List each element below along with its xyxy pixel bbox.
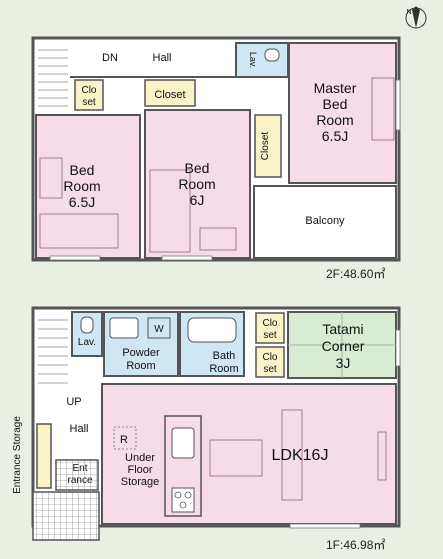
second-floor-small-closet [74, 79, 104, 111]
left-bedroom [35, 114, 141, 259]
master-bedroom-label-4: 6.5J [322, 128, 348, 144]
powder-room-label-1: Powder [122, 347, 160, 359]
master-bedroom-label-3: Room [316, 112, 353, 128]
under-floor-label-1: Under [125, 452, 155, 464]
compass: N [405, 6, 427, 29]
first-floor-closet-a [255, 312, 285, 344]
burner-icon-3 [179, 501, 187, 509]
small-closet-label-line2: set [82, 97, 96, 108]
second-floor-lav-label: Lav. [248, 52, 258, 68]
under-floor-storage-hatch [113, 426, 137, 450]
bath-room-label-1: Bath [213, 350, 236, 362]
balcony [253, 185, 397, 259]
ldk [101, 383, 397, 525]
closet-a-label-1: Clo [262, 318, 277, 329]
master-bedroom [288, 42, 397, 184]
window-2f-right [395, 79, 401, 131]
center-bedroom-label-3: 6J [190, 192, 205, 208]
entrance [55, 459, 99, 491]
stair-treads-1f [38, 319, 68, 393]
small-closet-label-line1: Clo [81, 85, 96, 96]
dn-label: DN [102, 52, 118, 64]
center-bedroom-label-1: Bed [185, 160, 210, 176]
window-1f-right [395, 329, 401, 367]
washer-w-label: W [154, 324, 164, 335]
stove-icon [171, 487, 195, 513]
bath-room-label-2: Room [209, 363, 238, 375]
dining-table-icon [209, 439, 263, 477]
washer-icon [147, 317, 171, 339]
entrance-storage-label: Entrance Storage [12, 416, 23, 494]
first-floor-lav-label: Lav. [78, 337, 96, 348]
up-label: UP [66, 396, 81, 408]
compass-label: N [406, 9, 411, 16]
second-floor-plan: DN Hall Lav. Clo set Closet Closet Maste… [31, 36, 401, 281]
second-floor-hall [70, 41, 230, 77]
left-bedroom-label-1: Bed [70, 162, 95, 178]
closet-b-label-2: set [263, 364, 277, 375]
tv-icon [377, 431, 387, 481]
center-desk-icon [199, 227, 237, 251]
master-bedroom-label-1: Master [314, 80, 357, 96]
entrance-porch [32, 491, 100, 541]
burner-icon-2 [184, 491, 192, 499]
first-floor-closet-b [255, 346, 285, 378]
window-2f-bottom-left [49, 255, 101, 261]
window-1f-bottom [289, 523, 361, 529]
under-floor-label-2: Floor [127, 464, 152, 476]
bathtub-icon [187, 317, 237, 343]
second-floor-hall-label: Hall [153, 52, 172, 64]
sink-icon [109, 317, 139, 339]
left-bedroom-label-2: Room [63, 178, 100, 194]
stair-treads-2f [38, 49, 68, 107]
under-floor-label-3: Storage [121, 476, 160, 488]
left-bedroom-label-3: 6.5J [69, 194, 95, 210]
tatami-label-3: 3J [336, 355, 351, 371]
entrance-storage [36, 423, 52, 489]
entrance-label-2: rance [67, 475, 92, 486]
left-desk-icon [39, 157, 63, 199]
second-floor-closet [144, 79, 196, 107]
closet-b-label-1: Clo [262, 352, 277, 363]
second-floor-lavatory [235, 42, 289, 78]
toilet-icon-1f [80, 316, 94, 334]
second-floor-area-label: 2F:48.60㎡ [326, 267, 385, 281]
first-floor-area-label: 1F:46.98㎡ [326, 538, 385, 552]
second-floor-stair [36, 41, 70, 115]
sofa-icon [281, 409, 303, 501]
tatami-label-1: Tatami [322, 321, 363, 337]
closet-label-2f: Closet [154, 89, 185, 101]
center-bed-icon [149, 169, 191, 253]
closet-a-label-2: set [263, 330, 277, 341]
r-label: R [120, 434, 128, 446]
tatami-label-2: Corner [322, 338, 365, 354]
vertical-closet-label: Closet [260, 132, 271, 161]
first-floor-plan: Lav. W Powder Room Bath Room Clo set Clo… [12, 306, 401, 552]
compass-needle-icon [412, 6, 420, 28]
center-bedroom [144, 109, 251, 259]
balcony-label: Balcony [305, 215, 345, 227]
ldk-label: LDK16J [272, 447, 329, 464]
master-bed-icon [371, 77, 395, 141]
master-bedroom-label-2: Bed [323, 96, 348, 112]
window-2f-bottom-center [161, 255, 213, 261]
center-bedroom-label-2: Room [178, 176, 215, 192]
entrance-label-1: Ent [72, 463, 87, 474]
left-bed-icon [39, 213, 119, 249]
first-floor-hall-label: Hall [70, 423, 89, 435]
powder-room-label-2: Room [126, 360, 155, 372]
toilet-icon-2f [264, 48, 280, 62]
kitchen-sink-icon [171, 427, 195, 459]
burner-icon-1 [174, 491, 182, 499]
second-floor-vertical-closet [254, 114, 282, 178]
